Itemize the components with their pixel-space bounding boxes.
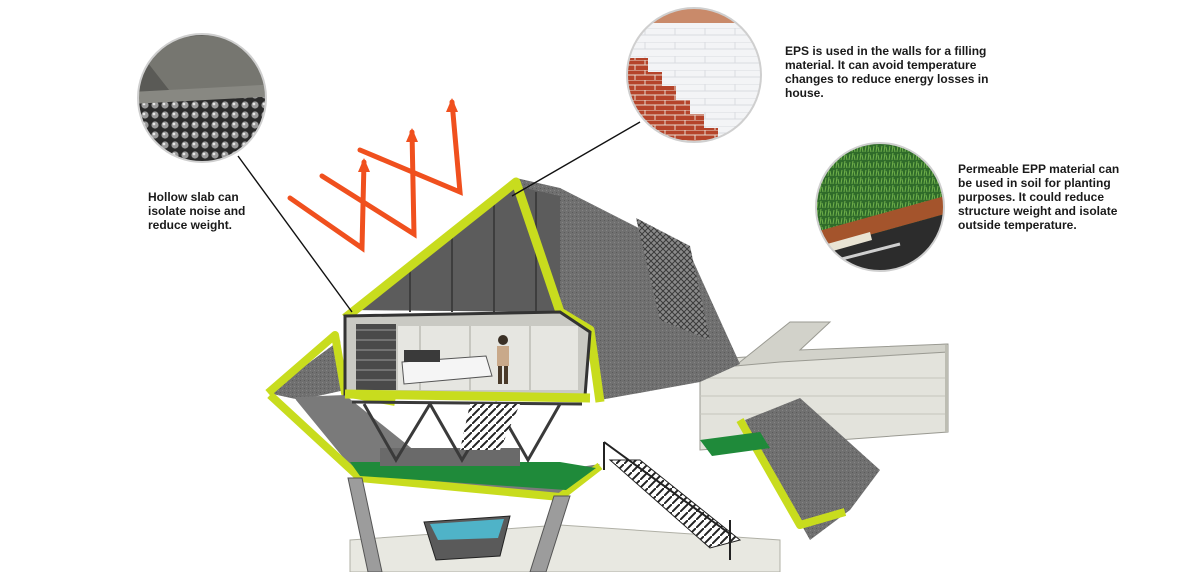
brick-wall-eps-photo xyxy=(626,7,762,143)
callout-hollow-slab: Hollow slab can isolate noise and reduce… xyxy=(148,190,246,232)
basement-pool xyxy=(423,515,511,561)
grass-soil-epp-photo xyxy=(815,142,945,272)
callout-eps-walls: EPS is used in the walls for a filling m… xyxy=(785,44,989,100)
leader-lines xyxy=(237,121,641,313)
support-columns xyxy=(347,477,571,572)
lower-wing xyxy=(265,331,603,501)
callout-epp-soil: Permeable EPP material can be used in so… xyxy=(958,162,1120,232)
right-angled-wing xyxy=(700,398,880,540)
roof-body xyxy=(342,177,740,403)
hollow-slab-material-photo xyxy=(137,33,267,163)
sun-rays-icon xyxy=(287,98,463,253)
exterior-staircase xyxy=(603,441,742,560)
truss xyxy=(351,400,583,464)
upper-room xyxy=(343,310,592,403)
